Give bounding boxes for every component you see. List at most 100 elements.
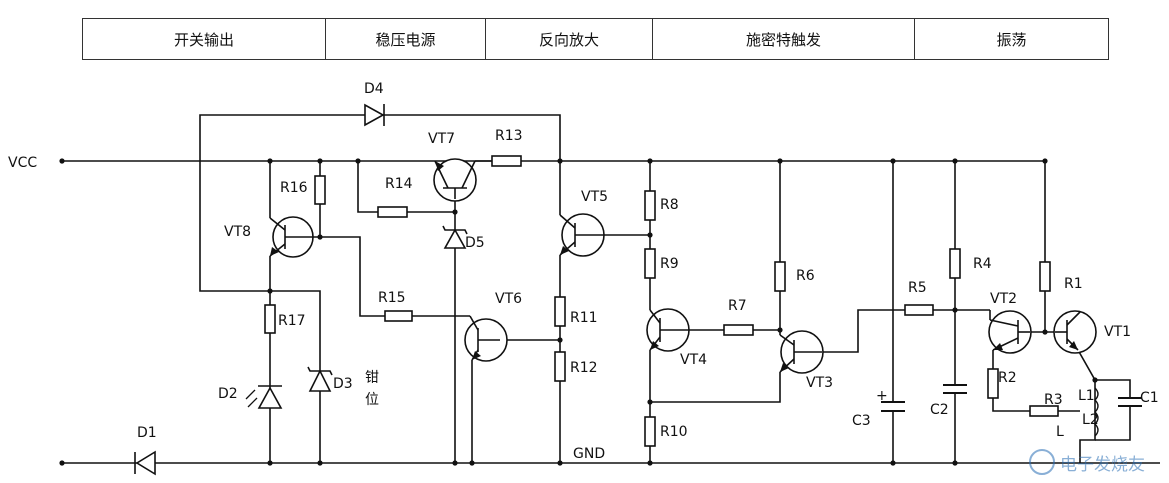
inductor-coil	[1094, 387, 1099, 437]
c1-capacitor	[1118, 397, 1142, 407]
c3-plus-label: +	[876, 388, 888, 404]
vt1-emitter-tank-wire	[1077, 349, 1096, 463]
r9-label: R9	[660, 256, 679, 272]
header-cell-oscillator: 振荡	[996, 30, 1027, 49]
vt2-label: VT2	[990, 291, 1017, 307]
junction-dots	[59, 158, 1098, 466]
vt6-emitter-arrow	[472, 351, 481, 360]
r9-resistor	[644, 248, 656, 279]
vt8-emitter-arrow	[270, 247, 279, 256]
r4-label: R4	[973, 256, 992, 272]
r10-label: R10	[660, 424, 688, 440]
r1-resistor	[1039, 261, 1051, 292]
r5-label: R5	[908, 280, 927, 296]
r7-label: R7	[728, 298, 747, 314]
vt7-label: VT7	[428, 131, 455, 147]
header-cell-schmitt-trigger: 施密特触发	[653, 19, 915, 59]
r8-label: R8	[660, 197, 679, 213]
vt8-transistor	[269, 216, 314, 258]
header-cell-regulated-supply: 稳压电源	[326, 19, 486, 59]
d4-diode	[364, 103, 385, 127]
d3-zener-diode	[307, 366, 333, 392]
vt1-label: VT1	[1104, 324, 1131, 340]
c1-top-wire	[1095, 379, 1131, 398]
vt6-label: VT6	[495, 291, 522, 307]
vt8-label: VT8	[224, 224, 251, 240]
header-cell-switch-output: 开关输出	[83, 19, 326, 59]
vt5-emitter-arrow	[560, 246, 569, 255]
d5-zener-diode	[442, 225, 468, 249]
vt4-transistor	[646, 308, 690, 352]
vt3-label: VT3	[806, 375, 833, 391]
r7-resistor	[723, 324, 754, 336]
r11-resistor	[554, 296, 566, 327]
c3-label: C3	[852, 413, 871, 429]
vt4-label: VT4	[680, 352, 707, 368]
d1-diode	[134, 450, 156, 476]
r17-resistor	[264, 304, 276, 334]
r14-label: R14	[385, 176, 413, 192]
vt2-transistor	[988, 310, 1032, 354]
r12-resistor	[554, 351, 566, 382]
r15-label: R15	[378, 290, 406, 306]
emitter-tie-wire	[650, 372, 781, 403]
r6-resistor	[774, 261, 786, 292]
vt5-transistor	[559, 213, 605, 257]
d5-label: D5	[465, 235, 485, 251]
r2-label: R2	[998, 370, 1017, 386]
r16-label: R16	[280, 180, 308, 196]
c1-label: C1	[1140, 390, 1159, 406]
r13-resistor	[491, 155, 522, 167]
r10-resistor	[644, 416, 656, 447]
r2-resistor	[987, 368, 999, 399]
r4-resistor	[949, 248, 961, 279]
r14-left-wire	[357, 161, 378, 213]
r17-label: R17	[278, 313, 306, 329]
vt7-emitter-arrow	[435, 161, 444, 171]
r1-label: R1	[1064, 276, 1083, 292]
c3-capacitor	[881, 401, 905, 412]
vt6-transistor	[464, 315, 508, 362]
r3-label: R3	[1044, 392, 1063, 408]
r15-resistor	[384, 310, 413, 322]
c2-label: C2	[930, 402, 949, 418]
clamp-label-1: 钳	[365, 370, 379, 386]
watermark-logo-icon	[1029, 449, 1055, 475]
clamp-label-2: 位	[365, 392, 379, 408]
r8-resistor	[644, 190, 656, 221]
l-label: L	[1056, 424, 1064, 440]
d2-light-arrows	[245, 389, 258, 408]
vt8-base-to-r15-wire	[313, 236, 385, 317]
r14-resistor	[377, 206, 408, 218]
r13-label: R13	[495, 128, 523, 144]
r6-label: R6	[796, 268, 815, 284]
vt5-label: VT5	[581, 189, 608, 205]
d4-loop-wire	[199, 114, 561, 463]
d3-label: D3	[333, 376, 353, 392]
vt3-emitter-arrow	[780, 363, 789, 372]
vt7-transistor	[433, 158, 477, 202]
vt3-output-wire	[822, 309, 905, 353]
vt4-emitter-arrow	[650, 341, 659, 350]
r2-bottom-wire	[992, 398, 1030, 412]
r11-label: R11	[570, 310, 598, 326]
vt1-emitter-arrow	[1069, 341, 1078, 350]
watermark: 电子发烧友	[1029, 449, 1145, 475]
r12-label: R12	[570, 360, 598, 376]
vcc-label: VCC	[8, 155, 37, 171]
vt2-emitter-arrow	[993, 343, 1003, 350]
function-header-table: 开关输出 稳压电源 反向放大 施密特触发 振荡	[82, 18, 1109, 60]
r16-resistor	[314, 175, 326, 205]
d1-label: D1	[137, 425, 157, 441]
d2-led-diode	[257, 385, 283, 409]
gnd-label: GND	[573, 446, 605, 462]
header-cell-inverting-amplifier: 反向放大	[486, 19, 653, 59]
r3-resistor	[1029, 405, 1059, 417]
l1-label: L1	[1078, 388, 1095, 404]
r5-resistor	[904, 304, 934, 316]
c2-capacitor	[943, 384, 967, 394]
c1-bottom-wire	[1095, 406, 1131, 441]
watermark-text: 电子发烧友	[1060, 455, 1145, 475]
